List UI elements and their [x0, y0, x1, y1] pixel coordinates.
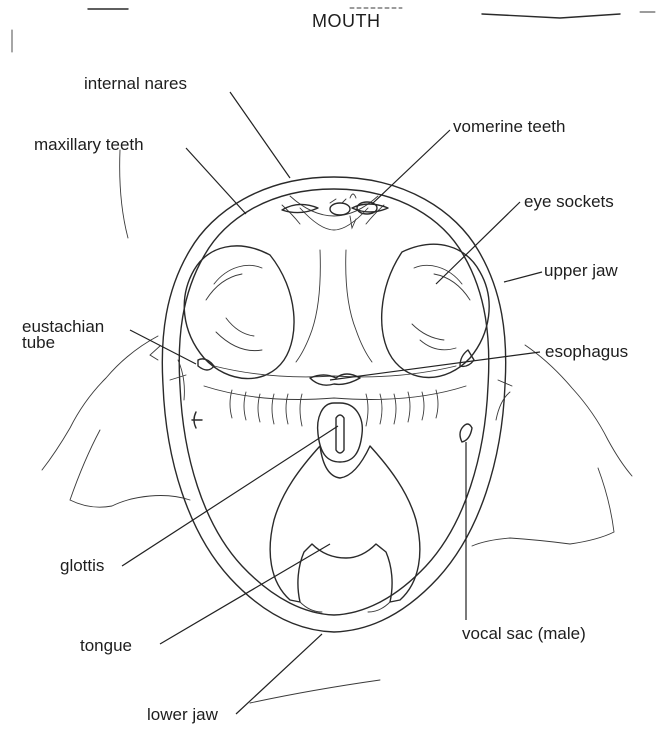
label-maxillary-teeth: maxillary teeth	[34, 135, 144, 154]
jaw-outline	[162, 177, 512, 632]
label-eye-sockets: eye sockets	[524, 192, 614, 211]
diagram-title: MOUTH	[312, 12, 381, 31]
label-esophagus: esophagus	[545, 342, 628, 361]
label-vocal-sac: vocal sac (male)	[462, 624, 586, 643]
label-internal-nares: internal nares	[84, 74, 187, 93]
body-skin-folds	[42, 336, 632, 546]
glottis-and-tongue	[270, 403, 420, 612]
eye-sockets	[184, 244, 489, 378]
label-vomerine-teeth: vomerine teeth	[453, 117, 565, 136]
palate-region	[282, 194, 388, 230]
label-glottis: glottis	[60, 556, 104, 575]
esophagus-folds	[192, 350, 474, 442]
label-lower-jaw: lower jaw	[147, 705, 218, 724]
label-upper-jaw: upper jaw	[544, 261, 618, 280]
label-eustachian-tube-line2: tube	[22, 333, 55, 352]
label-tongue: tongue	[80, 636, 132, 655]
